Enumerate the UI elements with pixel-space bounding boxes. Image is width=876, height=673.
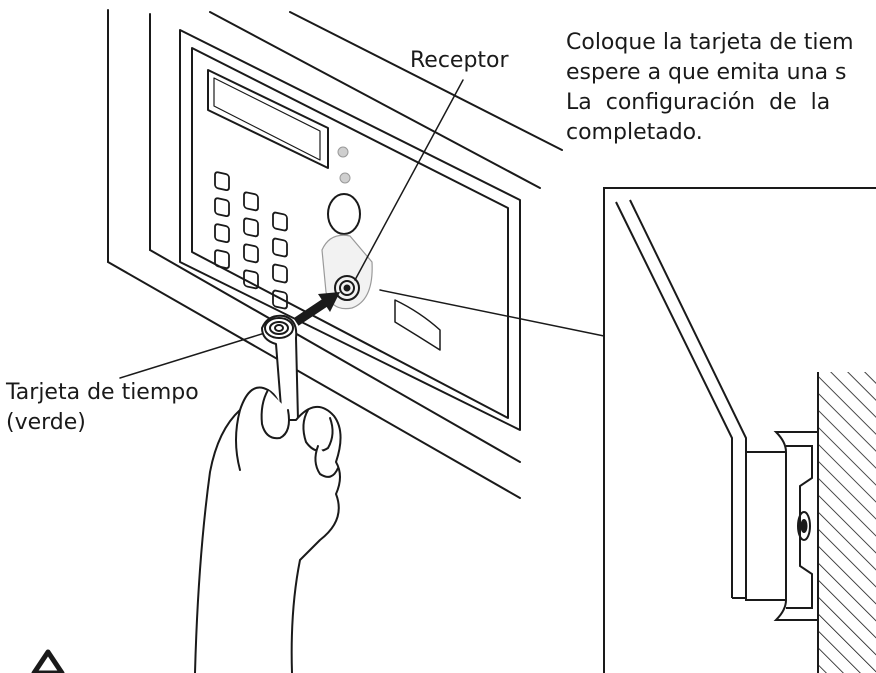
safe-door xyxy=(179,29,521,431)
safe-body xyxy=(107,9,563,499)
instruction-line: La configuración de la xyxy=(566,90,831,115)
display-window xyxy=(207,69,329,169)
instructions-text: Coloque la tarjeta de tiem espere a que … xyxy=(566,28,876,148)
keypad-icon xyxy=(214,171,288,310)
zoom-inset xyxy=(603,187,876,673)
card-label-line2: (verde) xyxy=(6,410,86,435)
warning-triangle-icon xyxy=(31,649,65,673)
zoom-leader-line xyxy=(379,289,605,337)
instruction-line: completado. xyxy=(566,120,703,145)
arrow-icon xyxy=(293,292,340,326)
handle-recess xyxy=(394,299,441,351)
hand-icon xyxy=(194,386,342,673)
knob xyxy=(327,193,361,235)
receptor-icon xyxy=(334,275,360,301)
card-label-line1: Tarjeta de tiempo xyxy=(6,380,199,405)
card-leader-line xyxy=(119,331,269,379)
instruction-line: Coloque la tarjeta de tiem xyxy=(566,30,854,55)
receptor-leader-line xyxy=(354,79,464,281)
instruction-line: espere a que emita una s xyxy=(566,60,847,85)
indicator-lights xyxy=(337,146,351,184)
receptor-label: Receptor xyxy=(410,48,509,73)
